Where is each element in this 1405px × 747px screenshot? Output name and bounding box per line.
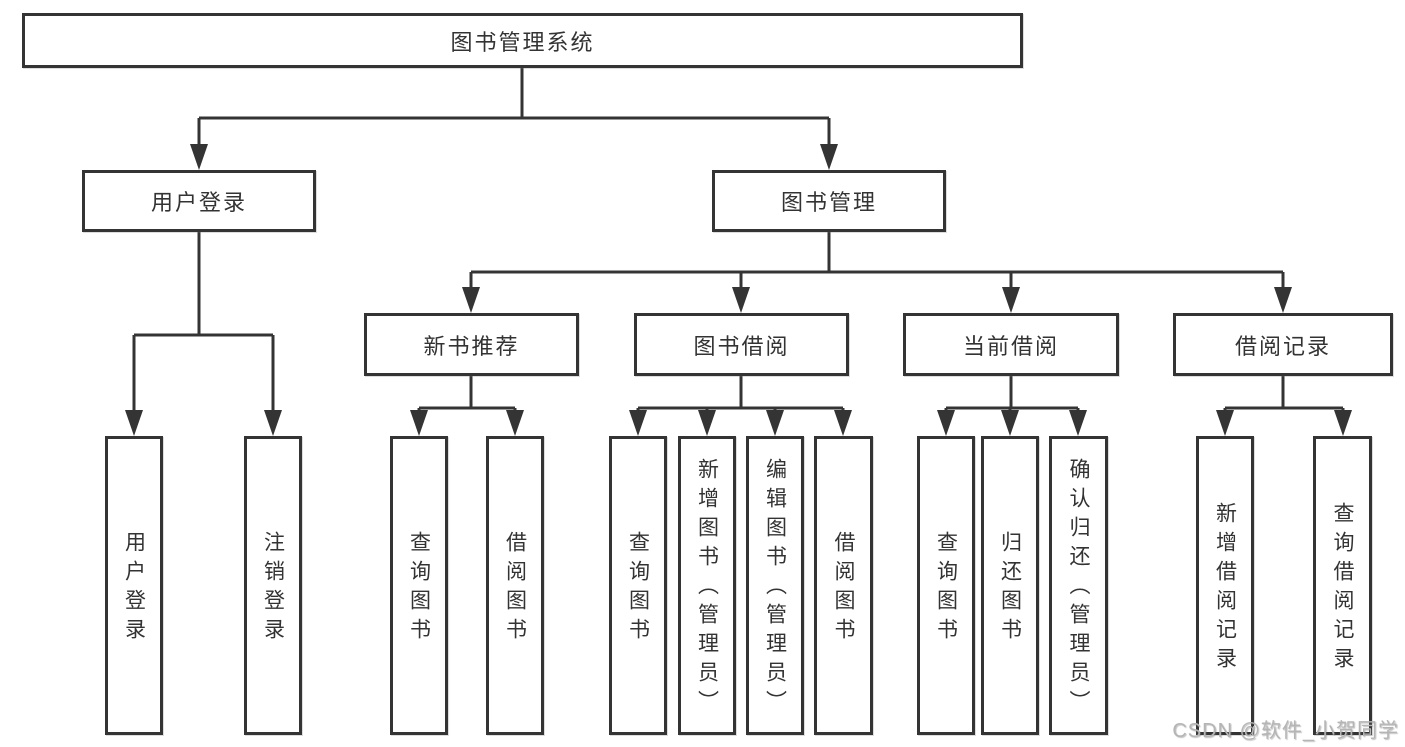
arrowhead-icon (820, 144, 838, 170)
connector-new-book-children (410, 376, 524, 436)
arrowhead-icon (1334, 410, 1352, 436)
connector-book-borrow-children (629, 376, 852, 436)
arrowhead-icon (410, 410, 428, 436)
leaf-query-borrow-record: 查询借阅记录 (1313, 436, 1372, 735)
node-book-borrow: 图书借阅 (634, 313, 849, 376)
connector-book-management-children (462, 232, 1292, 313)
connector-current-borrow-children (937, 376, 1087, 436)
arrowhead-icon (1069, 410, 1087, 436)
leaf-return-book: 归还图书 (981, 436, 1039, 735)
leaf-user-login: 用户登录 (105, 436, 163, 735)
leaf-query-books-borrow: 查询图书 (609, 436, 667, 735)
arrowhead-icon (1002, 287, 1020, 313)
arrowhead-icon (1274, 287, 1292, 313)
connector-root-to-level2 (190, 68, 838, 170)
node-user-login: 用户登录 (82, 170, 316, 232)
arrowhead-icon (629, 410, 647, 436)
leaf-query-books-current: 查询图书 (917, 436, 975, 735)
csdn-watermark: CSDN @软件_小贺同学 (1172, 720, 1399, 742)
node-library-management-system: 图书管理系统 (22, 13, 1023, 68)
arrowhead-icon (125, 410, 143, 436)
node-new-book-recommend: 新书推荐 (364, 313, 579, 376)
leaf-add-book-admin: 新增图书（管理员） (678, 436, 736, 735)
arrowhead-icon (462, 287, 480, 313)
connector-user-login-children (125, 232, 282, 436)
leaf-borrow-books: 借阅图书 (814, 436, 873, 735)
arrowhead-icon (264, 410, 282, 436)
arrowhead-icon (190, 144, 208, 170)
arrowhead-icon (1216, 410, 1234, 436)
arrowhead-icon (834, 410, 852, 436)
leaf-edit-book-admin: 编辑图书（管理员） (746, 436, 804, 735)
arrowhead-icon (937, 410, 955, 436)
arrowhead-icon (506, 410, 524, 436)
arrowhead-icon (1001, 410, 1019, 436)
node-current-borrow: 当前借阅 (903, 313, 1119, 376)
leaf-logout: 注销登录 (244, 436, 302, 735)
arrowhead-icon (766, 410, 784, 436)
leaf-confirm-return-admin: 确认归还（管理员） (1049, 436, 1108, 735)
node-book-management: 图书管理 (712, 170, 946, 232)
leaf-add-borrow-record: 新增借阅记录 (1196, 436, 1254, 735)
connector-borrow-record-children (1216, 376, 1352, 436)
node-borrow-records: 借阅记录 (1173, 313, 1393, 376)
arrowhead-icon (698, 410, 716, 436)
arrowhead-icon (732, 287, 750, 313)
leaf-borrow-books-recommend: 借阅图书 (486, 436, 544, 735)
leaf-query-books-recommend: 查询图书 (390, 436, 448, 735)
